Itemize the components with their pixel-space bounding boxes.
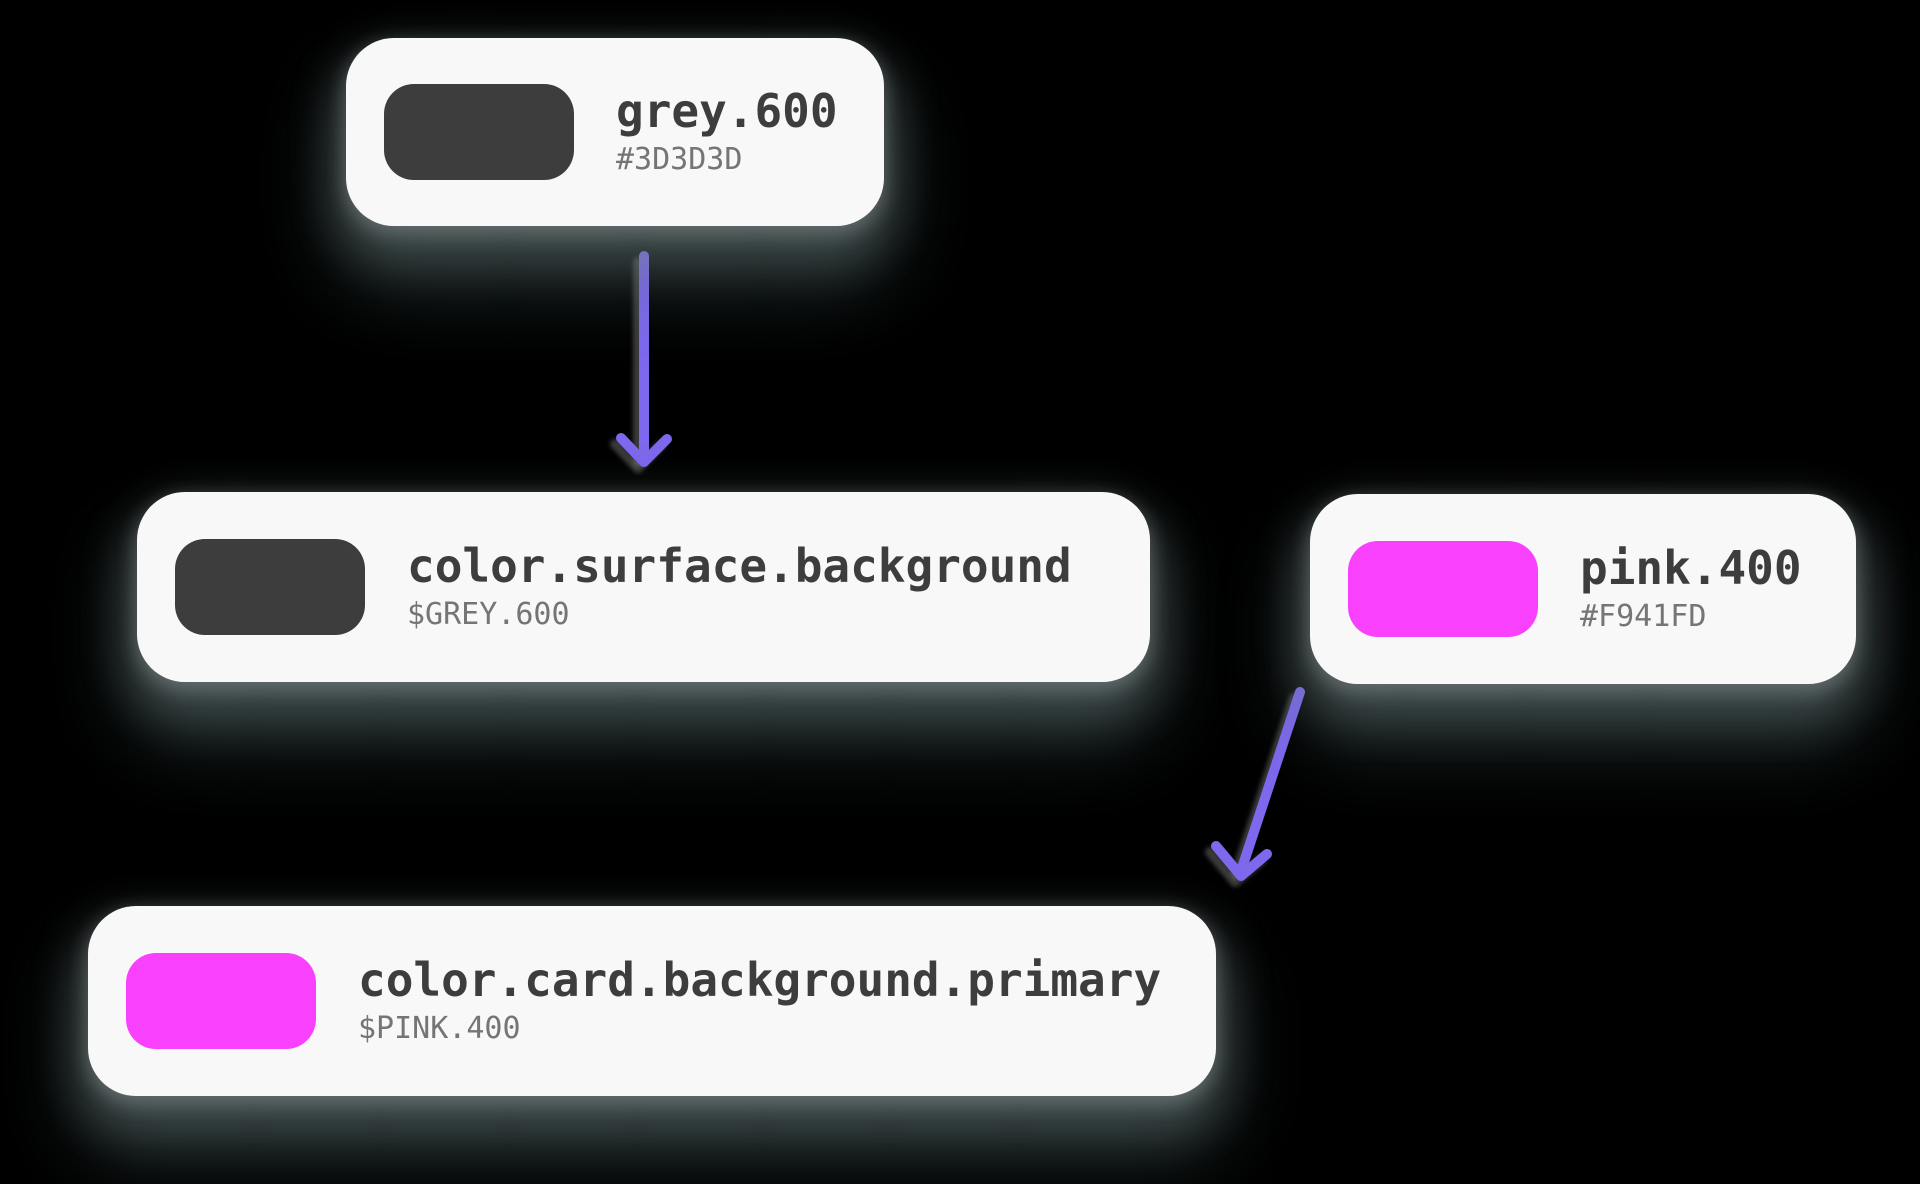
token-text: grey.600 #3D3D3D (616, 83, 838, 178)
arrow-shaft (1237, 687, 1305, 873)
arrowhead-icon (616, 433, 672, 467)
token-name: grey.600 (616, 83, 838, 138)
arrow-grey600-to-surface-background (616, 251, 672, 467)
token-text: color.surface.background $GREY.600 (407, 538, 1072, 633)
color-swatch (384, 84, 574, 180)
token-value: #3D3D3D (616, 142, 743, 178)
token-text: pink.400 #F941FD (1580, 540, 1802, 635)
color-swatch (175, 539, 365, 635)
token-card-pink-400[interactable]: pink.400 #F941FD (1310, 494, 1856, 684)
token-name: pink.400 (1580, 540, 1802, 595)
arrowhead-icon (1211, 841, 1272, 881)
token-value: $PINK.400 (358, 1011, 521, 1047)
arrow-pink400-to-card-background-primary (1211, 687, 1305, 881)
color-swatch (126, 953, 316, 1049)
token-card-grey-600[interactable]: grey.600 #3D3D3D (346, 38, 884, 226)
token-value: #F941FD (1580, 599, 1707, 635)
color-swatch (1348, 541, 1538, 637)
token-name: color.surface.background (407, 538, 1072, 593)
token-card-color-surface-background[interactable]: color.surface.background $GREY.600 (137, 492, 1150, 682)
token-text: color.card.background.primary $PINK.400 (358, 952, 1162, 1047)
token-name: color.card.background.primary (358, 952, 1162, 1007)
token-card-color-card-background-primary[interactable]: color.card.background.primary $PINK.400 (88, 906, 1216, 1096)
token-value: $GREY.600 (407, 597, 570, 633)
